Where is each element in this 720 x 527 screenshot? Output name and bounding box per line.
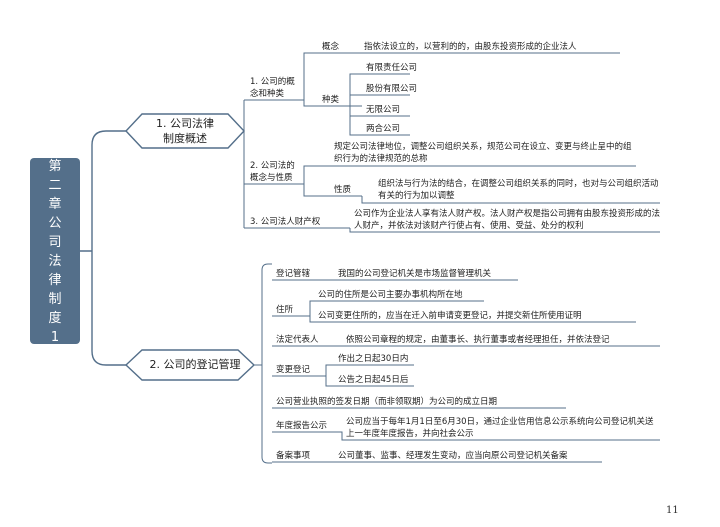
root-char: 司: [48, 235, 62, 250]
root-char: 律: [48, 273, 62, 288]
root-char: 制: [48, 292, 62, 307]
change-reg-text-2: 公告之日起45日后: [338, 375, 409, 385]
reg-jurisdiction-label: 登记管辖: [276, 269, 311, 279]
root-char: 度: [48, 311, 62, 326]
section2-title: 2. 公司的登记管理: [149, 358, 241, 371]
concept-label: 概念: [322, 42, 340, 52]
change-reg-label: 变更登记: [276, 365, 311, 375]
concept-text: 指依法设立的，以营利的的，由股东投资形成的企业法人: [364, 42, 577, 52]
change-reg-text-1: 作出之日起30日内: [338, 354, 409, 364]
type-item: 无限公司: [366, 105, 401, 115]
root-char: 第: [48, 159, 62, 174]
legal-rep-text: 依照公司章程的规定，由董事长、执行董事或者经理担任，并依法登记: [346, 335, 610, 345]
sub3-title: 3. 公司法人财产权: [250, 217, 321, 227]
license-date-text: 公司营业执照的签发日期（而非领取期）为公司的成立日期: [276, 397, 498, 407]
root-char: 1: [50, 330, 60, 345]
filing-text: 公司董事、监事、经理发生变动，应当向原公司登记机关备案: [338, 451, 568, 461]
type-item: 股份有限公司: [366, 84, 418, 94]
types-label: 种类: [322, 95, 340, 105]
property-right-text: 公司作为企业法人享有法人财产权。法人财产权是指公司拥有由股东投资形成的法人财产，…: [354, 209, 661, 231]
root-node: 第 二 章 公 司 法 律 制 度 1: [30, 158, 80, 345]
sub1-title: 1. 公司的概 念和种类: [250, 77, 295, 99]
law-definition-text: 规定公司法律地位，调整公司组织关系，规范公司在设立、变更与终止呈中的组织行为的法…: [334, 142, 632, 164]
root-char: 公: [48, 216, 62, 231]
page-number: 11: [666, 505, 679, 516]
nature-label: 性质: [334, 185, 352, 195]
domicile-text-1: 公司的住所是公司主要办事机构所在地: [318, 290, 463, 300]
legal-rep-label: 法定代表人: [276, 335, 319, 345]
root-char: 法: [48, 254, 62, 269]
domicile-label: 住所: [276, 305, 294, 315]
domicile-text-2: 公司变更住所的，应当在迁入前申请变更登记，并提交新住所使用证明: [318, 311, 582, 321]
annual-report-text: 公司应当于每年1月1日至6月30日，通过企业信用信息公示系统向公司登记机关送上一…: [346, 417, 654, 439]
type-item: 两合公司: [366, 124, 401, 134]
sub2-title: 2. 公司法的 概念与性质: [250, 161, 295, 183]
root-char: 章: [48, 197, 62, 212]
annual-report-label: 年度报告公示: [276, 421, 328, 431]
root-char: 二: [48, 178, 62, 193]
filing-label: 备案事项: [276, 451, 311, 461]
nature-text: 组织法与行为法的结合，在调整公司组织关系的同时，也对与公司组织活动有关的行为加以…: [378, 179, 659, 201]
section1-title: 1. 公司法律 制度概述: [156, 117, 214, 145]
reg-jurisdiction-text: 我国的公司登记机关是市场监督管理机关: [338, 269, 492, 279]
type-item: 有限责任公司: [366, 63, 418, 73]
